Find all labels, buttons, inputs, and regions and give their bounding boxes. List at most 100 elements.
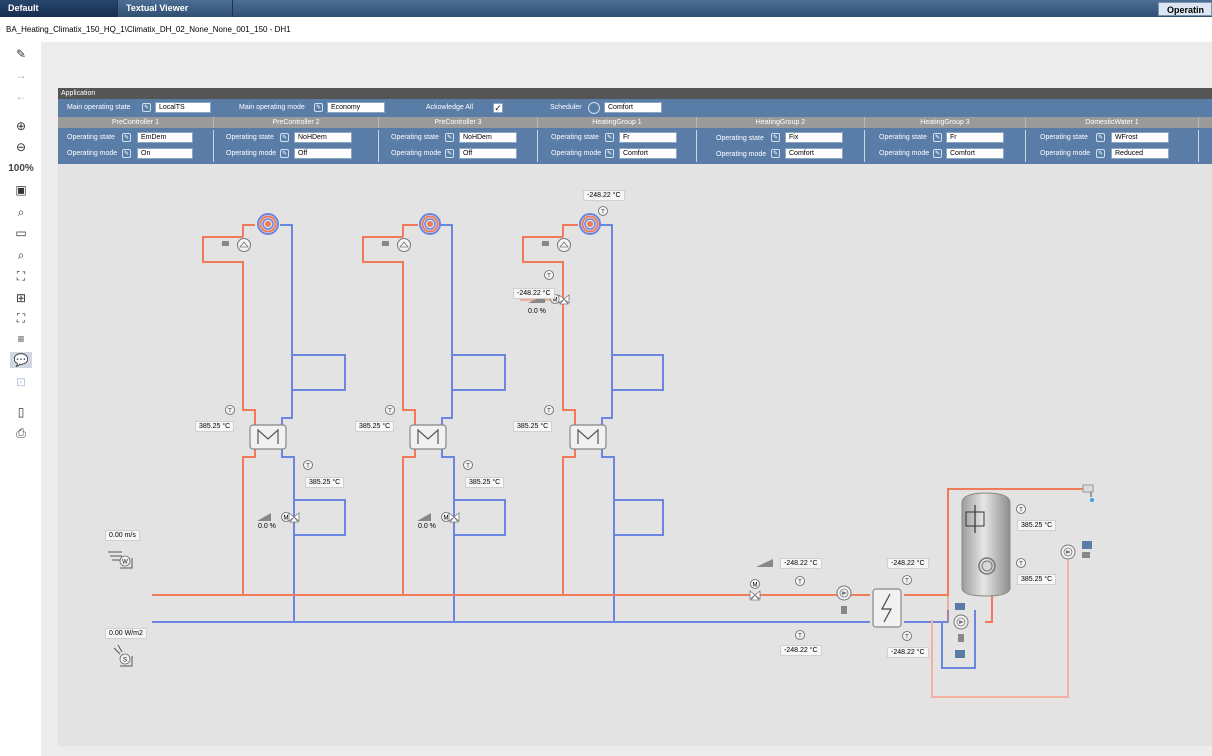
room-unit-icon[interactable] bbox=[382, 238, 411, 252]
edit-icon[interactable]: ✎ bbox=[280, 133, 289, 142]
room-unit-icon[interactable] bbox=[542, 238, 571, 252]
edit-icon[interactable]: ✎ bbox=[771, 133, 780, 142]
edit-icon[interactable]: ✎ bbox=[280, 149, 289, 158]
edit-icon[interactable]: ✎ bbox=[771, 149, 780, 158]
pump-icon[interactable] bbox=[953, 614, 969, 630]
printer-icon[interactable]: ⎙ bbox=[16, 425, 26, 440]
zoom-region-icon[interactable]: ⌕ bbox=[17, 247, 25, 262]
scheduler-label: Scheduler bbox=[550, 104, 582, 111]
operating-mode-field[interactable]: On bbox=[137, 148, 193, 159]
tab-textual-viewer[interactable]: Textual Viewer bbox=[117, 0, 233, 17]
controller-header: PreController 3 bbox=[379, 117, 538, 128]
operating-state-label: Operating state bbox=[716, 135, 764, 142]
mixing-valve-icon[interactable]: M bbox=[749, 559, 773, 601]
edit-icon[interactable]: ✎ bbox=[605, 133, 614, 142]
edit-icon[interactable]: ✎ bbox=[445, 133, 454, 142]
menu-lines-icon[interactable]: ≡ bbox=[17, 332, 25, 346]
zoom-out-icon[interactable]: ⊖ bbox=[15, 140, 27, 154]
svg-text:M: M bbox=[753, 583, 758, 589]
edit-icon[interactable]: ✎ bbox=[933, 133, 942, 142]
return-temperature-readout: 385.25 °C bbox=[305, 477, 345, 488]
copy-icon[interactable]: ▯ bbox=[17, 405, 25, 419]
temperature-sensor-icon bbox=[225, 405, 235, 415]
edit-icon[interactable]: ✎ bbox=[933, 149, 942, 158]
tab-default[interactable]: Default bbox=[0, 0, 117, 17]
zoom-in-icon[interactable]: ⊕ bbox=[15, 119, 27, 133]
edit-icon[interactable]: ✎ bbox=[314, 103, 323, 112]
pump-icon[interactable] bbox=[836, 585, 852, 601]
temperature-sensor-icon bbox=[303, 460, 313, 470]
edit-icon[interactable]: ✎ bbox=[445, 149, 454, 158]
main-operating-mode-field[interactable]: Economy bbox=[327, 102, 385, 113]
operating-state-label: Operating state bbox=[391, 134, 439, 141]
piping bbox=[152, 224, 1085, 698]
circulation-pump-icon[interactable] bbox=[1060, 544, 1076, 560]
edit-icon[interactable]: ✎ bbox=[605, 149, 614, 158]
mixing-valve-icon[interactable]: M bbox=[417, 512, 460, 523]
solar-radiation-readout: 0.00 W/m2 bbox=[105, 628, 147, 639]
temperature-sensor-icon bbox=[1016, 504, 1026, 514]
operating-mode-field[interactable]: Off bbox=[459, 148, 517, 159]
status-icon bbox=[955, 650, 965, 658]
radiator-icon bbox=[419, 213, 441, 235]
pen-icon[interactable]: ✎ bbox=[15, 47, 27, 61]
dhw-supply-temperature-readout: -248.22 °C bbox=[887, 558, 929, 569]
edit-icon[interactable]: ✎ bbox=[142, 103, 151, 112]
operating-mode-field[interactable]: Off bbox=[294, 148, 352, 159]
operating-state-field[interactable]: Fr bbox=[946, 132, 1004, 143]
operating-mode-label: Operating mode bbox=[391, 150, 442, 157]
window-view-icon[interactable]: ▭ bbox=[15, 226, 27, 240]
solar-sensor-icon: S bbox=[113, 644, 133, 667]
room-unit-icon[interactable] bbox=[222, 238, 251, 252]
mixing-valve-icon[interactable]: M bbox=[257, 512, 300, 523]
arrow-right-icon[interactable]: → bbox=[15, 68, 27, 82]
divider bbox=[1198, 130, 1199, 162]
zoom-100-button[interactable]: 100% bbox=[8, 162, 34, 174]
edit-icon[interactable]: ✎ bbox=[1096, 149, 1105, 158]
operating-state-field[interactable]: Fix bbox=[785, 132, 843, 143]
frame-icon[interactable]: ⛶ bbox=[16, 310, 26, 325]
scheduler-field[interactable]: Comfort bbox=[604, 102, 662, 113]
dhw-return-temperature-readout: -248.22 °C bbox=[887, 647, 929, 658]
svg-text:S: S bbox=[123, 658, 127, 664]
operating-mode-field[interactable]: Comfort bbox=[619, 148, 677, 159]
operating-mode-field[interactable]: Reduced bbox=[1111, 148, 1169, 159]
acknowledge-all-checkbox[interactable]: ✓ bbox=[493, 103, 503, 113]
operating-state-field[interactable]: WFrost bbox=[1111, 132, 1169, 143]
operating-state-field[interactable]: Fr bbox=[619, 132, 677, 143]
fit-selection-icon[interactable]: ⛶ bbox=[16, 268, 26, 283]
main-operating-state-field[interactable]: LocalTS bbox=[155, 102, 211, 113]
tab-bar: Default Textual Viewer Operatin bbox=[0, 0, 1212, 17]
operating-mode-label: Operating mode bbox=[67, 150, 118, 157]
controller-header: PreController 1 bbox=[58, 117, 214, 128]
operating-mode-field[interactable]: Comfort bbox=[785, 148, 843, 159]
layout-grid-icon[interactable]: ⊞ bbox=[15, 291, 27, 305]
wind-sensor-icon: W bbox=[108, 551, 133, 569]
zoom-tool-icon[interactable]: ⌕ bbox=[17, 204, 25, 219]
plate-heat-exchanger-icon bbox=[872, 588, 902, 628]
fit-page-icon[interactable]: ▣ bbox=[15, 183, 27, 197]
divider bbox=[864, 130, 865, 162]
clock-icon[interactable] bbox=[588, 102, 600, 114]
arrow-left-icon[interactable]: ← bbox=[15, 89, 27, 103]
operating-mode-field[interactable]: Comfort bbox=[946, 148, 1004, 159]
operating-state-field[interactable]: NoHDem bbox=[294, 132, 352, 143]
hx-temperature-readout: 385.25 °C bbox=[195, 421, 235, 432]
temperature-sensor-icon bbox=[902, 575, 912, 585]
edit-icon[interactable]: ✎ bbox=[122, 149, 131, 158]
valve-position-readout: 0.0 % bbox=[528, 308, 546, 315]
hx-temperature-readout: 385.25 °C bbox=[513, 421, 553, 432]
application-header: Application bbox=[58, 88, 1212, 99]
divider bbox=[1025, 130, 1026, 162]
svg-text:M: M bbox=[553, 298, 558, 304]
operating-mode-label: Operating mode bbox=[1040, 150, 1091, 157]
edit-icon[interactable]: ✎ bbox=[1096, 133, 1105, 142]
operating-state-field[interactable]: NoHDem bbox=[459, 132, 517, 143]
operating-state-field[interactable]: EmDem bbox=[137, 132, 193, 143]
divider bbox=[213, 130, 214, 162]
edit-icon[interactable]: ✎ bbox=[122, 133, 131, 142]
temperature-sensor-icon bbox=[795, 630, 805, 640]
comment-icon[interactable]: 💬 bbox=[10, 352, 32, 368]
cart-icon[interactable]: ⊡ bbox=[15, 375, 27, 389]
